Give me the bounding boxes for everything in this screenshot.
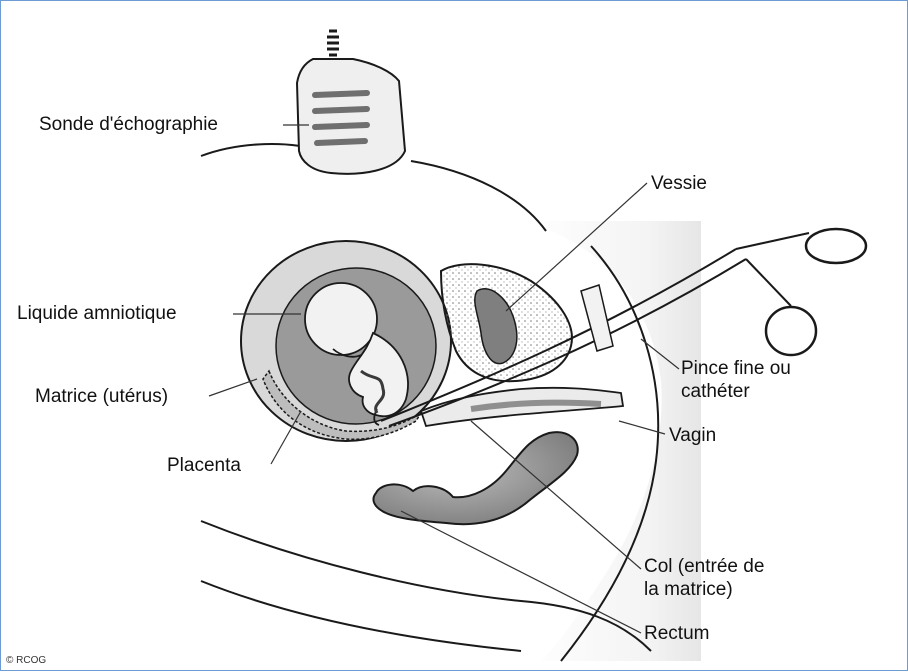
label-cervix-line1: Col (entrée de bbox=[644, 555, 764, 578]
ultrasound-probe-icon bbox=[297, 59, 405, 174]
copyright-credit: © RCOG bbox=[6, 655, 46, 666]
label-forceps: Pince fine ou cathéter bbox=[681, 357, 791, 403]
cervix-shape bbox=[421, 388, 623, 426]
label-amniotic-fluid: Liquide amniotique bbox=[17, 302, 177, 325]
label-placenta: Placenta bbox=[167, 454, 241, 477]
label-probe: Sonde d'échographie bbox=[39, 113, 218, 136]
label-uterus: Matrice (utérus) bbox=[35, 385, 168, 408]
label-rectum: Rectum bbox=[644, 622, 709, 645]
label-forceps-line2: cathéter bbox=[681, 380, 791, 403]
floor-outline bbox=[201, 581, 521, 651]
rectum-shape bbox=[373, 432, 577, 524]
label-forceps-line1: Pince fine ou bbox=[681, 357, 791, 380]
label-vagina: Vagin bbox=[669, 424, 716, 447]
probe-cable-icon bbox=[327, 31, 339, 55]
label-cervix-line2: la matrice) bbox=[644, 578, 764, 601]
label-cervix: Col (entrée de la matrice) bbox=[644, 555, 764, 601]
label-bladder: Vessie bbox=[651, 172, 707, 195]
speculum-blade bbox=[581, 285, 613, 351]
